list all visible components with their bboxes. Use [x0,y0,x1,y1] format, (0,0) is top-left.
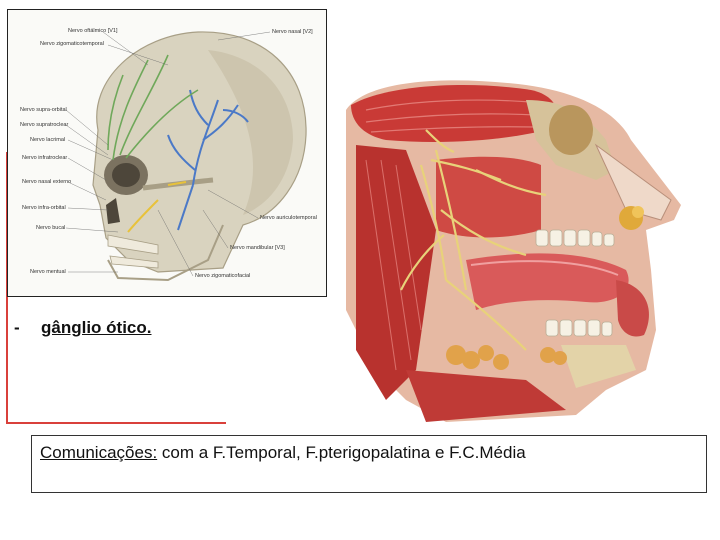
label-nervo-oftalmico: Nervo oftálmico [V1] [68,28,118,34]
bullet-dash: - [14,318,20,337]
label-nervo-infra-orbital: Nervo infra-orbital [22,205,66,211]
label-nervo-bucal: Nervo bucal [36,225,66,231]
label-nervo-supra-orbital: Nervo supra-orbital [20,107,67,113]
label-nervo-infratroclear: Nervo infratroclear [22,155,68,161]
left-red-guide-horizontal [6,422,226,424]
label-nervo-zigomaticofacial: Nervo zigomaticofacial [195,273,251,279]
label-nervo-zigomaticotemporal: Nervo zigomaticotemporal [40,41,104,47]
label-nervo-nasal: Nervo nasal [V2] [272,29,313,35]
head-dissection-drawing [346,80,681,422]
communications-heading: Comunicações: [40,443,158,462]
communications-body: com a F.Temporal, F.pterigopalatina e F.… [157,443,526,462]
bullet-ganglio-otico: gânglio ótico. [41,318,152,337]
head-dissection-illustration [326,70,702,422]
skull-nerves-illustration: Nervo oftálmico [V1] Nervo zigomaticotem… [7,9,327,297]
label-nervo-mentual: Nervo mentual [30,269,66,275]
label-nervo-lacrimal: Nervo lacrimal [30,137,66,143]
label-nervo-mandibular: Nervo mandibular [V3] [230,245,285,251]
communications-text: Comunicações: com a F.Temporal, F.pterig… [40,443,526,463]
communications-box: Comunicações: com a F.Temporal, F.pterig… [31,435,707,493]
label-nervo-nasal-externo: Nervo nasal externo [22,179,72,185]
label-nervo-auriculotemporal: Nervo auriculotemporal [260,215,317,221]
skull-drawing [65,31,307,282]
label-nervo-supratroclear: Nervo supratroclear [20,122,69,128]
